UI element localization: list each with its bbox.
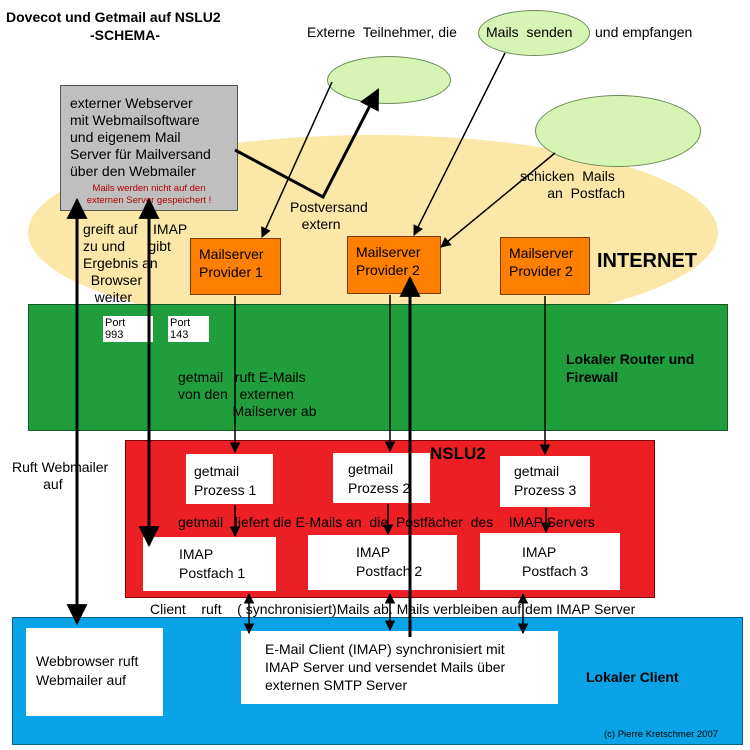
external-participant-cloud-3 — [535, 95, 701, 167]
webbrowser-box: Webbrowser ruft Webmailer auf — [26, 628, 163, 716]
mailserver-provider-3: Mailserver Provider 2 — [500, 237, 590, 295]
imap-mailbox-1: IMAP Postfach 1 — [143, 537, 276, 591]
external-participants-label: Externe Teilnehmer, die — [307, 24, 457, 40]
external-webserver-box: externer Webserver mit Webmailsoftware u… — [60, 85, 238, 211]
imap-mailbox-3: IMAP Postfach 3 — [480, 533, 620, 590]
imap-mailbox-3-label: IMAP Postfach 3 — [522, 544, 589, 579]
mailserver-provider-1: Mailserver Provider 1 — [190, 238, 281, 295]
getmail-process-1: getmail Prozess 1 — [186, 454, 273, 504]
getmail-liefert-label: getmail liefert die E-Mails an die Postf… — [178, 514, 595, 530]
getmail-ruft-label: getmail ruft E-Mails von den externen Ma… — [178, 369, 317, 419]
port-143-label: Port 143 — [170, 317, 191, 341]
imap-mailbox-2: IMAP Postfach 2 — [308, 535, 457, 590]
postversand-label: Postversand extern — [290, 199, 368, 232]
imap-mailbox-1-label: IMAP Postfach 1 — [179, 546, 246, 581]
getmail-process-3-label: getmail Prozess 3 — [514, 463, 577, 498]
email-client-box: E-Mail Client (IMAP) synchronisiert mit … — [241, 631, 558, 704]
getmail-process-2-label: getmail Prozess 2 — [348, 461, 411, 496]
internet-label: INTERNET — [597, 250, 697, 272]
client-label: Lokaler Client — [586, 669, 679, 685]
external-participant-cloud-1 — [327, 56, 451, 104]
getmail-process-3: getmail Prozess 3 — [500, 456, 590, 507]
mailserver-provider-2-label: Mailserver Provider 2 — [356, 244, 421, 278]
external-webserver-text: externer Webserver mit Webmailsoftware u… — [70, 95, 211, 179]
getmail-process-1-label: getmail Prozess 1 — [194, 463, 257, 498]
schicken-mails-label: schicken Mails an Postfach — [520, 168, 626, 201]
mails-senden-label: Mails senden — [486, 24, 573, 40]
router-label: Lokaler Router und Firewall — [566, 351, 695, 385]
arrow-webserver-postversand — [234, 88, 380, 200]
nslu2-label: NSLU2 — [430, 444, 486, 463]
webbrowser-label: Webbrowser ruft Webmailer auf — [36, 653, 139, 688]
port-993-label: Port 993 — [105, 317, 126, 341]
port-143-box: Port 143 — [168, 316, 209, 342]
und-empfangen-label: und empfangen — [595, 24, 693, 40]
diagram-subtitle: -SCHEMA- — [90, 27, 160, 43]
diagram-title: Dovecot und Getmail auf NSLU2 — [6, 9, 221, 25]
client-ruft-label: Client ruft ( synchronisiert)Mails ab. M… — [150, 601, 636, 617]
arrow-cloud3-to-provider2 — [440, 152, 556, 248]
greift-auf-imap-label: greift auf IMAP zu und gibt Ergebnis an … — [83, 221, 188, 305]
getmail-process-2: getmail Prozess 2 — [333, 453, 430, 503]
arrow-cloud2-to-provider2 — [413, 52, 506, 236]
copyright-label: (c) Pierre Kretschmer 2007 — [604, 729, 719, 740]
mailserver-provider-2: Mailserver Provider 2 — [347, 236, 441, 294]
external-participant-cloud-2 — [478, 10, 590, 56]
arrow-cloud1-to-provider1 — [261, 81, 333, 238]
imap-mailbox-2-label: IMAP Postfach 2 — [356, 544, 423, 579]
mailserver-provider-1-label: Mailserver Provider 1 — [199, 246, 264, 280]
mailserver-provider-3-label: Mailserver Provider 2 — [509, 245, 574, 279]
ruft-webmailer-label: Ruft Webmailer auf — [12, 459, 109, 492]
email-client-label: E-Mail Client (IMAP) synchronisiert mit … — [265, 641, 506, 693]
